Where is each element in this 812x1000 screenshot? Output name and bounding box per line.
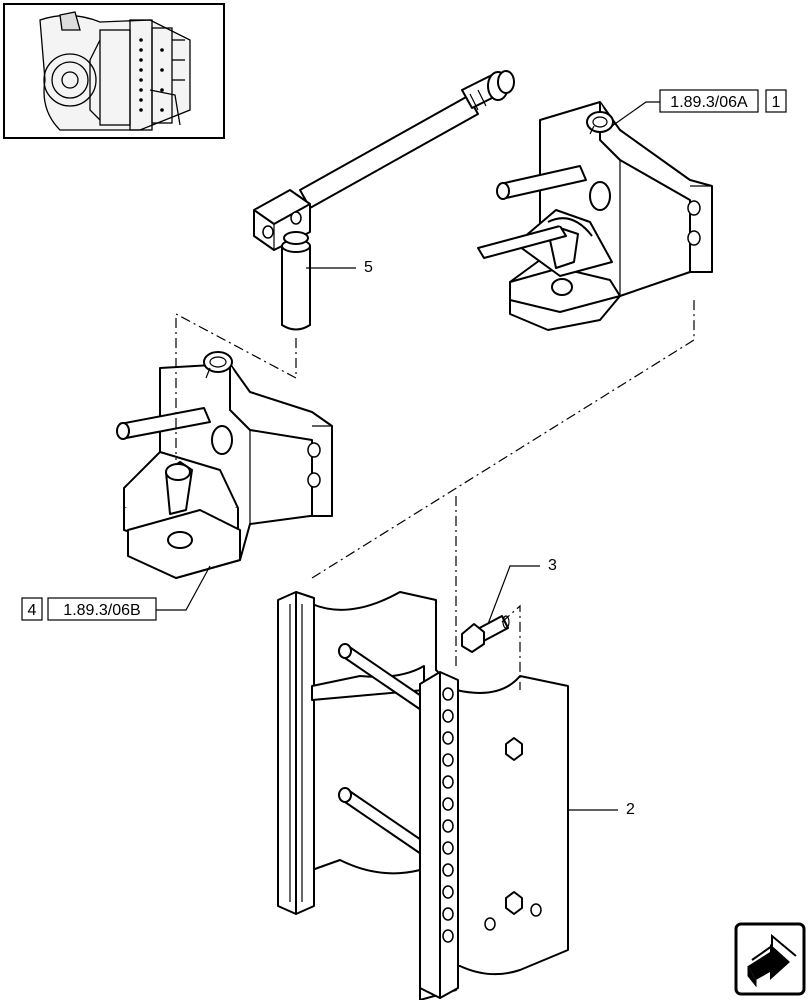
reference-callout-top[interactable]: 1.89.3/06A 1	[611, 89, 787, 127]
reference-number-left: 4	[28, 602, 37, 619]
callout-3: 3	[487, 557, 557, 625]
reference-number-top: 1	[772, 94, 781, 111]
item-label-5: 5	[364, 259, 373, 276]
rail-holes	[442, 687, 454, 943]
reference-callout-left[interactable]: 4 1.89.3/06B	[21, 565, 211, 621]
next-page-arrow-icon[interactable]	[734, 922, 806, 996]
callout-5: 5	[306, 259, 373, 276]
item-label-3: 3	[548, 557, 557, 574]
callout-2: 2	[568, 801, 635, 818]
locking-pin-assembly	[253, 70, 515, 331]
assembly-center-lines	[175, 296, 695, 690]
mounting-bracket	[277, 591, 569, 1000]
location-thumbnail[interactable]	[3, 3, 225, 139]
item-label-2: 2	[626, 801, 635, 818]
hitch-body-upper	[477, 101, 713, 331]
hitch-body-lower	[116, 351, 333, 579]
bolt	[461, 615, 510, 653]
reference-label-left: 1.89.3/06B	[63, 602, 140, 619]
reference-label-top: 1.89.3/06A	[670, 94, 748, 111]
